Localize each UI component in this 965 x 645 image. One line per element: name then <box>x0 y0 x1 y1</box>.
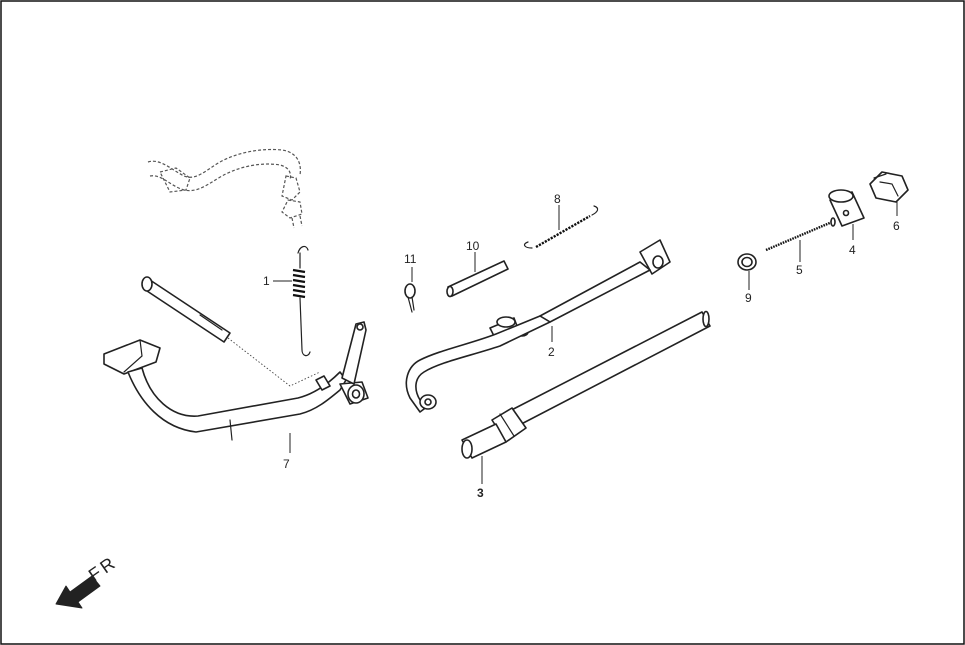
callout-6: 6 <box>893 219 900 233</box>
part-6-cap-nut <box>869 171 909 203</box>
callout-3: 3 <box>477 486 484 500</box>
part-3-tube <box>461 310 711 459</box>
callout-11: 11 <box>404 252 417 266</box>
callout-4: 4 <box>849 243 856 257</box>
part-5-bolt <box>765 217 836 252</box>
part-7-brake-pedal <box>103 276 369 441</box>
callout-7: 7 <box>283 457 290 471</box>
callout-1: 1 <box>263 274 270 288</box>
frame-reference-outline <box>147 148 303 229</box>
part-8-spring <box>523 205 599 249</box>
front-direction-indicator: FR <box>55 552 121 609</box>
callout-9: 9 <box>745 291 752 305</box>
arrow-down-left-icon <box>55 575 101 609</box>
callout-10: 10 <box>466 239 480 253</box>
part-1-spring <box>292 245 311 357</box>
part-2-brake-rod <box>405 239 671 413</box>
part-10-pin <box>446 260 509 298</box>
callout-5: 5 <box>796 263 803 277</box>
callout-2: 2 <box>548 345 555 359</box>
callout-8: 8 <box>554 192 561 206</box>
part-4-cylinder-nut <box>828 189 865 227</box>
part-11-cotter-pin <box>404 283 416 313</box>
part-9-washer <box>737 253 757 271</box>
